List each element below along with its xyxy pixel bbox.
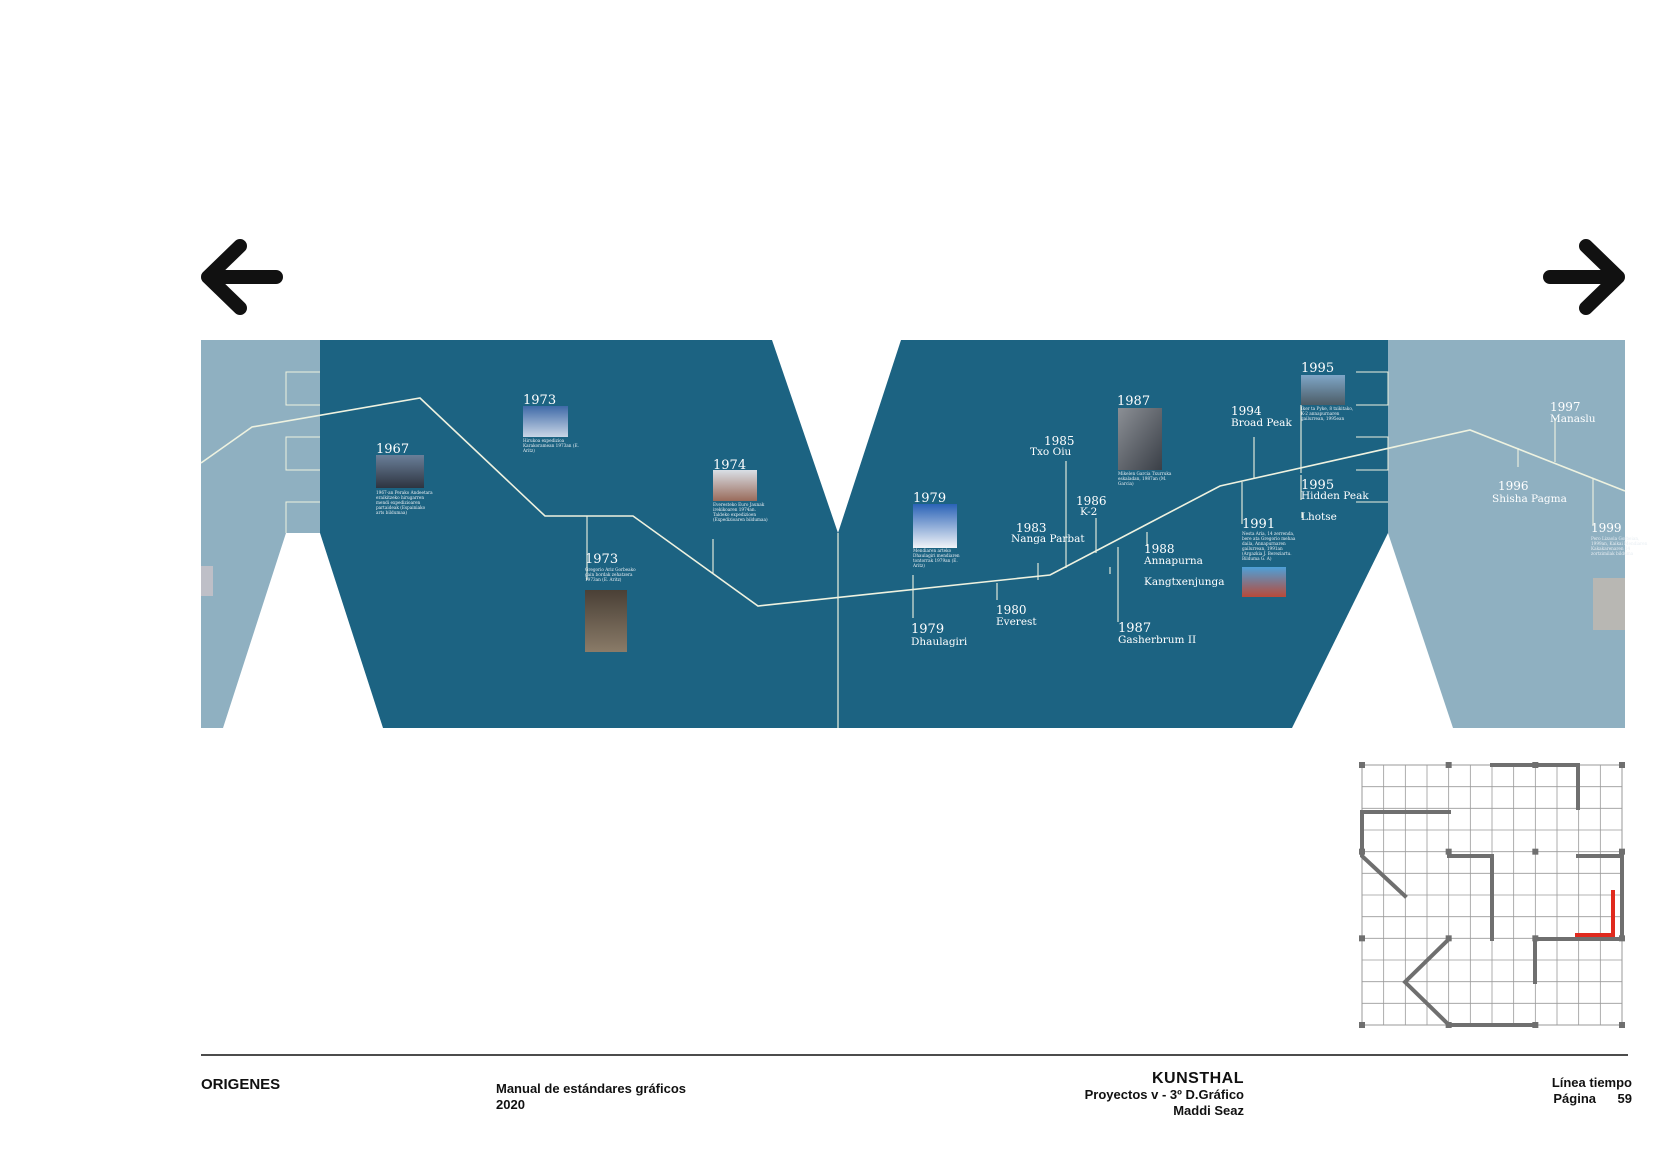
photo-1979 <box>913 504 957 548</box>
event-caption: Iker ta Pyke, 8 txikitako,K-2 annapurnar… <box>1301 406 1353 421</box>
project-name: Proyectos v - 3º D.Gráfico <box>1084 1087 1244 1102</box>
timeline-line <box>200 397 1626 607</box>
event-caption: Nesta Aria, 14 zerrenda,bere ata Gregori… <box>1242 531 1296 561</box>
grid-node <box>1619 762 1625 768</box>
event-name: Dhaulagiri <box>911 636 968 648</box>
photo-left-edge <box>201 566 213 596</box>
event-year: 1980 <box>996 603 1027 617</box>
grid-node <box>1359 762 1365 768</box>
footer-page-info: Línea tiempo Página 59 <box>1552 1075 1632 1107</box>
event-year: 1987 <box>1117 394 1150 409</box>
footer-manual: Manual de estándares gráficos 2020 <box>496 1081 686 1113</box>
event-year: 1997 <box>1550 400 1581 414</box>
event-year: 1996 <box>1498 479 1529 493</box>
event-year: 1979 <box>911 622 944 637</box>
arrow-left-icon[interactable] <box>201 239 283 315</box>
event-year: 1967 <box>376 442 409 457</box>
event-year: 1991 <box>1242 517 1275 532</box>
grid-node <box>1359 935 1365 942</box>
event-year: 1988 <box>1144 542 1175 556</box>
event-year: 1983 <box>1016 521 1047 535</box>
grid-node <box>1359 1022 1365 1028</box>
event-photos <box>201 375 1625 652</box>
event-name: Txo Oiu <box>1030 446 1072 458</box>
grid-node <box>1619 1022 1625 1028</box>
event-year: 1987 <box>1118 621 1151 636</box>
center-left-panel <box>320 340 838 728</box>
event-name: Hidden Peak <box>1301 490 1369 502</box>
grid-node <box>1445 1022 1452 1028</box>
page-number: 59 <box>1617 1091 1632 1106</box>
grid-node <box>1445 848 1452 855</box>
footer-section-title: ORIGENES <box>201 1076 281 1093</box>
event-year: 1973 <box>523 393 556 408</box>
event-name: Broad Peak <box>1231 417 1292 429</box>
event-name: Manaslu <box>1550 413 1596 425</box>
grid-node <box>1532 1022 1539 1028</box>
footer-brand: KUNSTHAL Proyectos v - 3º D.Gráfico Madd… <box>1085 1071 1244 1119</box>
event-name: Kangtxenjunga <box>1144 576 1224 588</box>
grid-node <box>1532 935 1539 942</box>
photo-1973-a <box>523 406 568 437</box>
photo-1974 <box>713 470 757 501</box>
grid-node <box>1619 848 1625 855</box>
event-name: Lhotse <box>1301 511 1337 523</box>
event-year: 1973 <box>585 552 618 567</box>
left-connector-brackets <box>285 371 320 533</box>
manual-year: 2020 <box>496 1097 525 1112</box>
event-name: Shisha Pagma <box>1492 493 1567 505</box>
page-number-line: Página 59 <box>1552 1091 1632 1107</box>
event-year: 1999 <box>1591 521 1622 535</box>
grid-node <box>1445 762 1452 768</box>
grid-node <box>1619 935 1625 942</box>
brand-logo: KUNSTHAL <box>1152 1070 1244 1087</box>
event-year: 1994 <box>1231 404 1262 418</box>
page-label: Página <box>1553 1091 1596 1106</box>
event-year: 1985 <box>1044 434 1075 448</box>
left-side-panel <box>201 340 320 728</box>
event-name: Nanga Parbat <box>1011 533 1085 545</box>
photo-1991 <box>1242 567 1286 597</box>
event-year: 1979 <box>913 491 946 506</box>
right-side-panel <box>1388 340 1625 728</box>
event-caption: Pero Lizaola Gorbeian,1999an, Kaikai Men… <box>1591 536 1648 556</box>
event-name: Gasherbrum II <box>1118 634 1196 646</box>
event-name: Annapurna <box>1143 555 1203 567</box>
grid-node <box>1532 848 1539 855</box>
photo-1999 <box>1593 578 1625 630</box>
event-ticks <box>586 405 1594 622</box>
grid-node <box>1359 848 1365 855</box>
event-year: 1995 <box>1301 361 1334 376</box>
page-topic: Línea tiempo <box>1551 1075 1632 1090</box>
author-name: Maddi Seaz <box>1173 1103 1244 1118</box>
manual-title: Manual de estándares gráficos <box>496 1081 687 1096</box>
event-year: 1995 <box>1301 478 1334 493</box>
photo-1995 <box>1301 375 1345 405</box>
locator-grid-map <box>1359 762 1625 1028</box>
event-name: K-2 <box>1080 506 1097 518</box>
grid-node <box>1445 935 1452 942</box>
arrow-right-icon[interactable] <box>1543 239 1625 315</box>
event-name: Everest <box>996 616 1037 628</box>
center-right-panel <box>838 340 1388 728</box>
photo-1973-b <box>585 590 627 652</box>
event-year: 1974 <box>713 458 746 473</box>
right-connector-brackets <box>1356 371 1389 503</box>
photo-1987 <box>1118 408 1162 470</box>
event-year: 1986 <box>1076 494 1107 508</box>
grid-node <box>1532 762 1539 768</box>
photo-1967 <box>376 455 424 488</box>
